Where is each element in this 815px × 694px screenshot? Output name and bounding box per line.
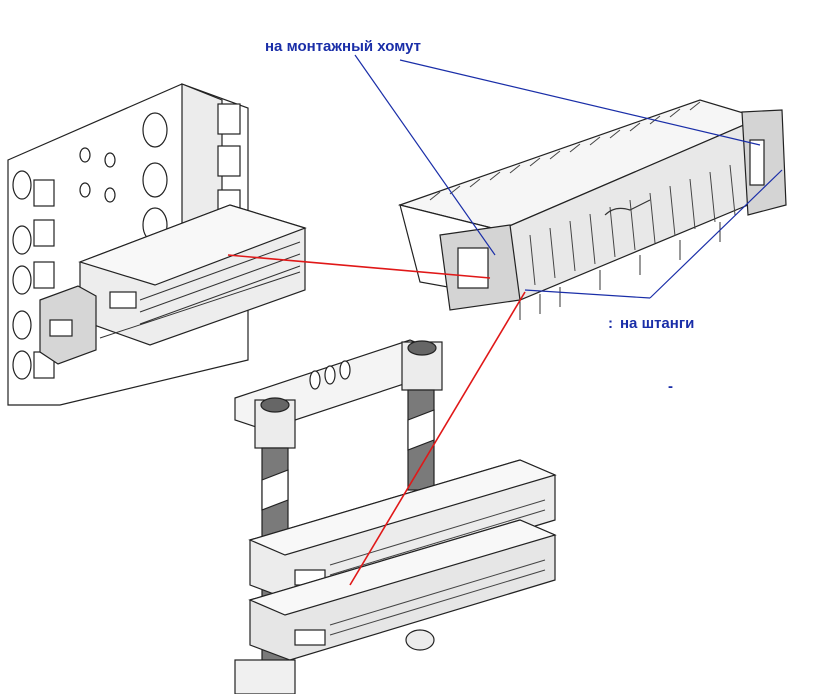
- mounting-frame-assembly: [7, 83, 307, 406]
- label-mount-clamp: на монтажный хомут: [265, 38, 421, 55]
- module-front-contacts: [529, 164, 736, 286]
- leader-rod-b: [649, 169, 783, 299]
- leader-lines: [227, 54, 783, 586]
- module-bottom-legs: [519, 222, 721, 320]
- rod-assembly: [234, 339, 557, 694]
- leader-red-module: [227, 254, 491, 279]
- module-hook: [604, 199, 651, 216]
- label-rod: на штанги: [620, 315, 695, 332]
- terminal-module: [397, 99, 787, 320]
- label-dash: -: [668, 378, 673, 395]
- leader-mount-clamp-a: [354, 54, 496, 256]
- label-rod-prefix: :: [608, 315, 613, 332]
- frame-module-contacts: [99, 241, 301, 339]
- frame-module-top: [78, 204, 307, 286]
- leader-red-rod: [349, 291, 526, 586]
- rod-module-contacts: [329, 499, 546, 636]
- leader-rod-a: [524, 289, 651, 299]
- module-top-ribs: [429, 101, 701, 201]
- rod-clamp-bottom: [234, 659, 296, 694]
- leader-mount-clamp-b: [399, 59, 761, 146]
